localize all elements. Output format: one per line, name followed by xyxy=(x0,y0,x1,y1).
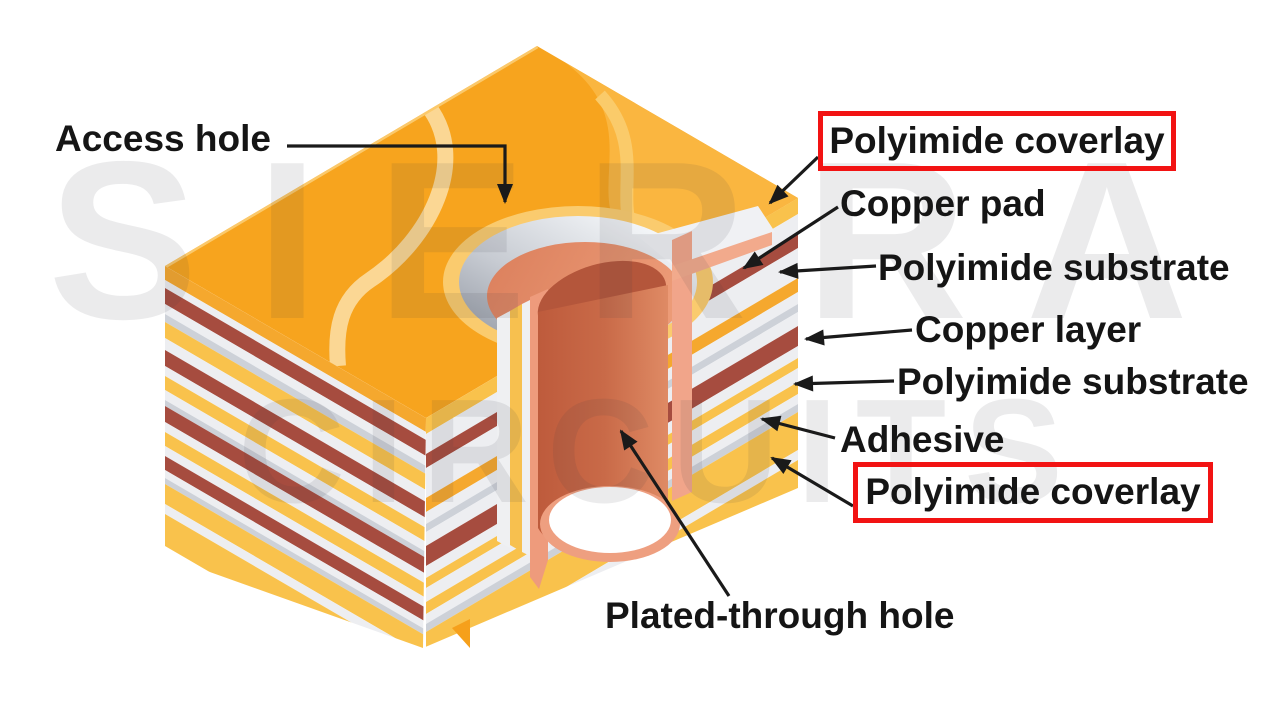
arrow-copper-layer xyxy=(804,328,913,346)
layer-stripe-polyimide-coverlay xyxy=(165,484,426,648)
layer-stripe-adhesive xyxy=(165,376,426,542)
layer-stripe-polyimide-substrate xyxy=(165,366,426,528)
layer-stripe-polyimide-substrate xyxy=(165,470,426,630)
arrow-polyimide-coverlay-bottom xyxy=(770,456,854,508)
layer-stripe-polyimide-substrate xyxy=(165,280,426,440)
layer-stripe-shadow xyxy=(165,400,426,558)
arrow-polyimide-substrate-upper xyxy=(778,262,877,279)
layer-stripe-polyimide-coverlay xyxy=(165,266,426,432)
bottom-notch-wedge xyxy=(452,619,470,648)
arrow-copper-pad xyxy=(742,205,839,270)
layer-stripe-polyimide-substrate xyxy=(165,304,426,466)
hole-void xyxy=(549,487,671,553)
layer-stripe-shadow xyxy=(165,478,426,636)
layer-stripe-polyimide-substrate xyxy=(165,422,426,584)
layer-stripe-polyimide-substrate xyxy=(165,338,426,502)
arrow-polyimide-substrate-lower xyxy=(793,375,895,392)
layer-stripe-shadow xyxy=(165,314,426,474)
layer-stripe-polyimide-substrate xyxy=(165,446,426,608)
layer-stripe-polyimide-substrate xyxy=(165,504,426,648)
layer-stripe-copper-layer xyxy=(165,406,426,574)
layer-stripe-adhesive xyxy=(165,432,426,598)
arrow-plated-through-hole xyxy=(619,429,731,597)
barrel-inner-cylinder xyxy=(538,285,671,556)
arrow-adhesive xyxy=(760,415,836,440)
top-face-pale-band xyxy=(329,101,454,367)
plated-through-hole-barrel xyxy=(537,231,772,562)
cut-strip-adhesive xyxy=(510,304,522,552)
layer-stripe-polyimide-substrate xyxy=(165,390,426,552)
layer-stripe-copper-layer xyxy=(165,456,426,622)
layer-stripe-copper-layer xyxy=(165,288,426,456)
cut-strip-substrate xyxy=(522,300,530,556)
layer-stripe-adhesive xyxy=(165,322,426,490)
copper-pad-ledge xyxy=(672,232,772,281)
arrow-polyimide-coverlay-top xyxy=(768,155,820,205)
arrow-access-hole xyxy=(287,144,513,204)
barrel-right-wall xyxy=(672,231,692,501)
layer-stripe-copper-layer xyxy=(165,350,426,518)
cut-strip-substrate xyxy=(497,311,510,548)
